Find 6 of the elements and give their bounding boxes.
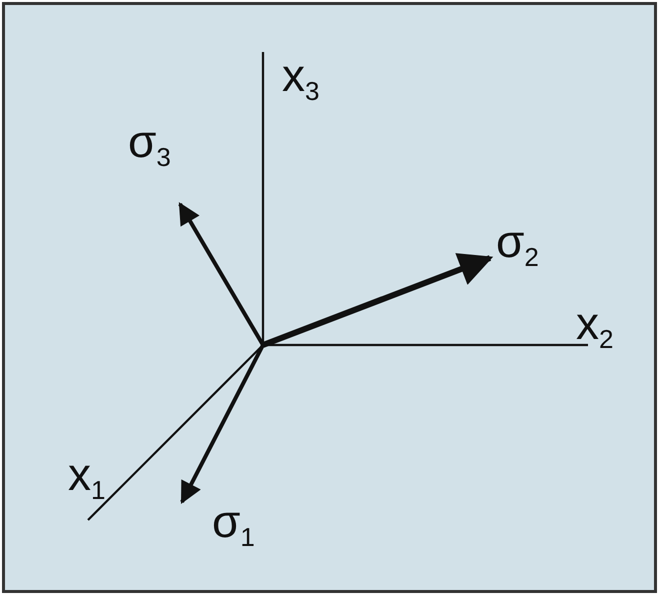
axis-label: σ$_{1}$ [212,498,255,550]
axis-label: σ$_{3}$ [128,118,171,170]
axis-label: x$_{3}$ [282,52,320,104]
axis-label: x$_{1}$ [68,451,106,504]
axis-label: σ$_{2}$ [496,218,539,270]
axis-label: x$_{2}$ [576,300,614,352]
